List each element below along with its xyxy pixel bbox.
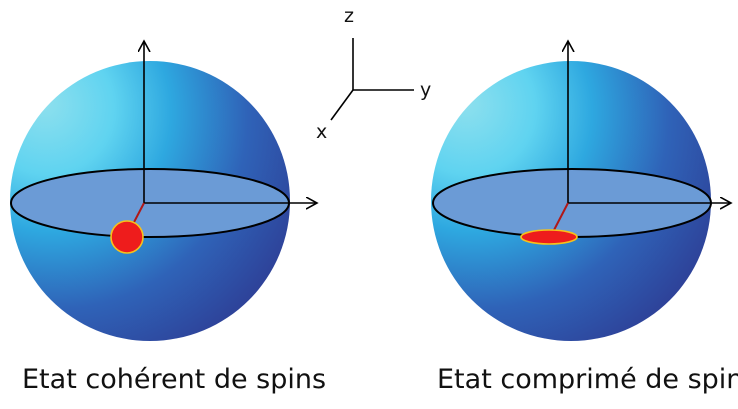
spin-vector: [552, 202, 569, 233]
uncertainty-spot-circle: [110, 220, 144, 254]
legend-x-axis: [330, 89, 354, 121]
axes-legend: z y x: [316, 5, 431, 143]
squeezed-spin-sphere: [431, 42, 730, 341]
caption-squeezed-state: Etat comprimé de spins: [437, 364, 738, 395]
legend-x-label: x: [316, 121, 327, 143]
caption-coherent-state: Etat cohérent de spins: [22, 364, 327, 395]
uncertainty-spot-squeezed: [520, 229, 578, 245]
legend-y-label: y: [420, 79, 431, 101]
coherent-spin-sphere: [10, 42, 316, 341]
legend-z-label: z: [344, 5, 354, 27]
